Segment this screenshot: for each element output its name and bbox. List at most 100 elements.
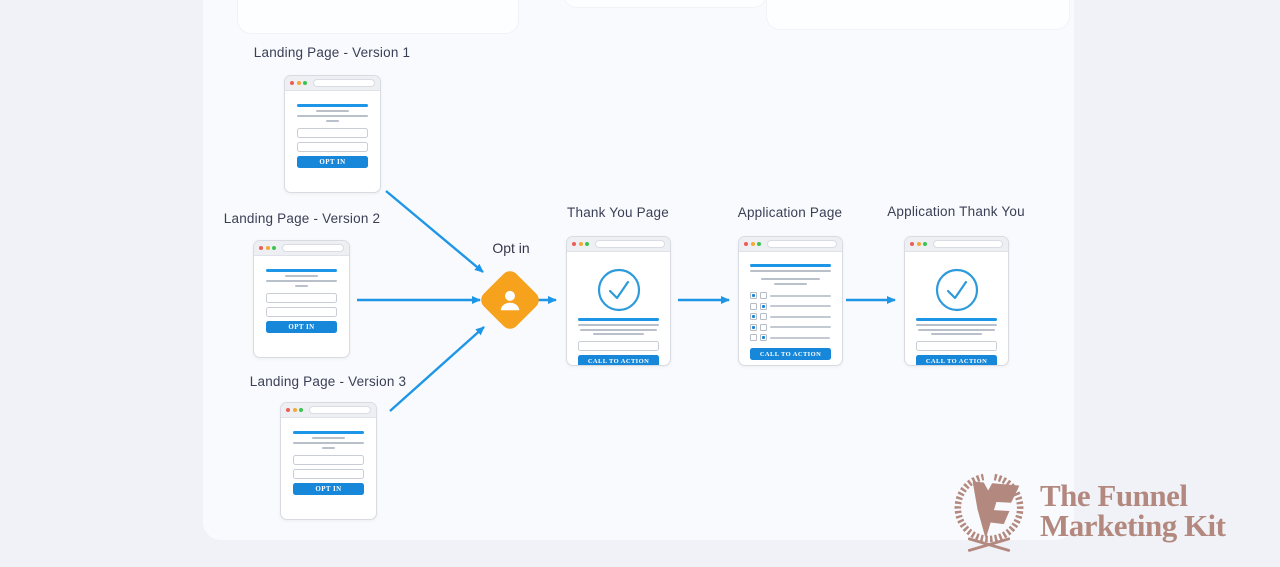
- text-line: [579, 328, 658, 331]
- text-line: [312, 436, 345, 439]
- form-field: [297, 127, 368, 138]
- close-dot-icon: [910, 242, 914, 246]
- text-line: [285, 274, 318, 277]
- url-bar: [312, 79, 375, 87]
- application-window: CALL TO ACTION: [738, 236, 843, 366]
- form-field: [266, 292, 337, 303]
- landing-v2-window: OPT IN: [253, 240, 350, 358]
- thank-you-title: Thank You Page: [567, 205, 669, 220]
- minimize-dot-icon: [292, 408, 297, 412]
- text-line: [761, 277, 820, 280]
- checkbox-checked-icon: [760, 302, 767, 310]
- text-line: [578, 324, 659, 326]
- minimize-dot-icon: [750, 242, 755, 246]
- text-line: [297, 114, 368, 117]
- funnel-marketing-kit-wreath-icon: [954, 473, 1024, 552]
- minimize-dot-icon: [265, 246, 270, 250]
- checkbox-icon: [760, 323, 767, 331]
- application-thank-you-title: Application Thank You: [887, 204, 1025, 219]
- text-line: [326, 119, 339, 122]
- heading-line: [297, 104, 368, 107]
- maximize-dot-icon: [585, 242, 589, 246]
- brand-logo-text: The Funnel Marketing Kit: [1040, 480, 1226, 543]
- option-line: [770, 336, 830, 339]
- heading-line: [293, 431, 364, 434]
- url-bar: [594, 240, 665, 248]
- landing-v1-title: Landing Page - Version 1: [253, 45, 411, 60]
- browser-chrome: [567, 237, 670, 252]
- call-to-action-button: CALL TO ACTION: [578, 355, 659, 365]
- text-line: [917, 328, 996, 331]
- checkbox-checked-icon: [750, 323, 757, 331]
- checkbox-icon: [760, 313, 767, 320]
- landing-v2-title: Landing Page - Version 2: [223, 211, 381, 226]
- browser-chrome: [905, 237, 1008, 252]
- form-field: [293, 454, 364, 465]
- person-icon: [500, 290, 520, 311]
- checkbox-icon: [760, 292, 767, 299]
- checkbox-checked-icon: [750, 313, 757, 320]
- landing-v3-window: OPT IN: [280, 402, 377, 520]
- text-line: [266, 279, 337, 282]
- heading-line: [578, 318, 659, 321]
- minimize-dot-icon: [916, 242, 921, 246]
- url-bar: [308, 406, 371, 414]
- logo-line2: Marketing Kit: [1040, 508, 1226, 543]
- thank-you-window: CALL TO ACTION: [566, 236, 671, 366]
- check-circle-icon: [935, 268, 978, 312]
- landing-v3-title: Landing Page - Version 3: [249, 374, 407, 389]
- checkbox-row: [750, 334, 831, 341]
- checkbox-row: [750, 323, 831, 331]
- maximize-dot-icon: [303, 81, 307, 85]
- checkbox-row: [750, 302, 831, 310]
- checkbox-icon: [750, 302, 757, 310]
- opt-in-label: Opt in: [492, 240, 530, 256]
- application-thank-you-window: CALL TO ACTION: [904, 236, 1009, 366]
- close-dot-icon: [259, 246, 263, 250]
- browser-chrome: [285, 76, 380, 91]
- close-dot-icon: [286, 408, 290, 412]
- browser-chrome: [254, 241, 349, 256]
- cropped-card-top-left: [237, 0, 519, 34]
- browser-chrome: [739, 237, 842, 252]
- text-line: [293, 441, 364, 444]
- maximize-dot-icon: [757, 242, 761, 246]
- minimize-dot-icon: [578, 242, 583, 246]
- maximize-dot-icon: [923, 242, 927, 246]
- maximize-dot-icon: [299, 408, 303, 412]
- browser-chrome: [281, 403, 376, 418]
- opt-in-button: OPT IN: [266, 320, 337, 333]
- opt-in-button: OPT IN: [293, 482, 364, 495]
- text-line: [316, 109, 349, 112]
- heading-line: [916, 318, 997, 321]
- call-to-action-button: CALL TO ACTION: [750, 348, 831, 360]
- checkbox-checked-icon: [760, 334, 767, 341]
- option-line: [770, 315, 831, 318]
- cropped-card-top-right: [766, 0, 1070, 30]
- url-bar: [932, 240, 1003, 248]
- checkbox-row: [750, 292, 831, 299]
- form-field: [916, 341, 997, 351]
- option-line: [770, 294, 831, 297]
- text-line: [916, 324, 997, 326]
- call-to-action-button: CALL TO ACTION: [916, 355, 997, 365]
- text-line: [322, 446, 335, 449]
- text-line: [750, 269, 831, 272]
- heading-line: [266, 269, 337, 272]
- maximize-dot-icon: [272, 246, 276, 250]
- option-line: [770, 326, 831, 328]
- option-line: [770, 305, 831, 307]
- form-field: [293, 468, 364, 479]
- checkbox-checked-icon: [750, 292, 757, 299]
- heading-line: [750, 264, 831, 267]
- checkbox-row: [750, 313, 831, 320]
- form-field: [578, 341, 659, 351]
- close-dot-icon: [572, 242, 576, 246]
- form-field: [266, 306, 337, 317]
- application-title: Application Page: [737, 205, 843, 220]
- text-line: [295, 284, 308, 287]
- text-line: [774, 282, 807, 285]
- close-dot-icon: [290, 81, 294, 85]
- brand-logo: The Funnel Marketing Kit: [948, 468, 1226, 554]
